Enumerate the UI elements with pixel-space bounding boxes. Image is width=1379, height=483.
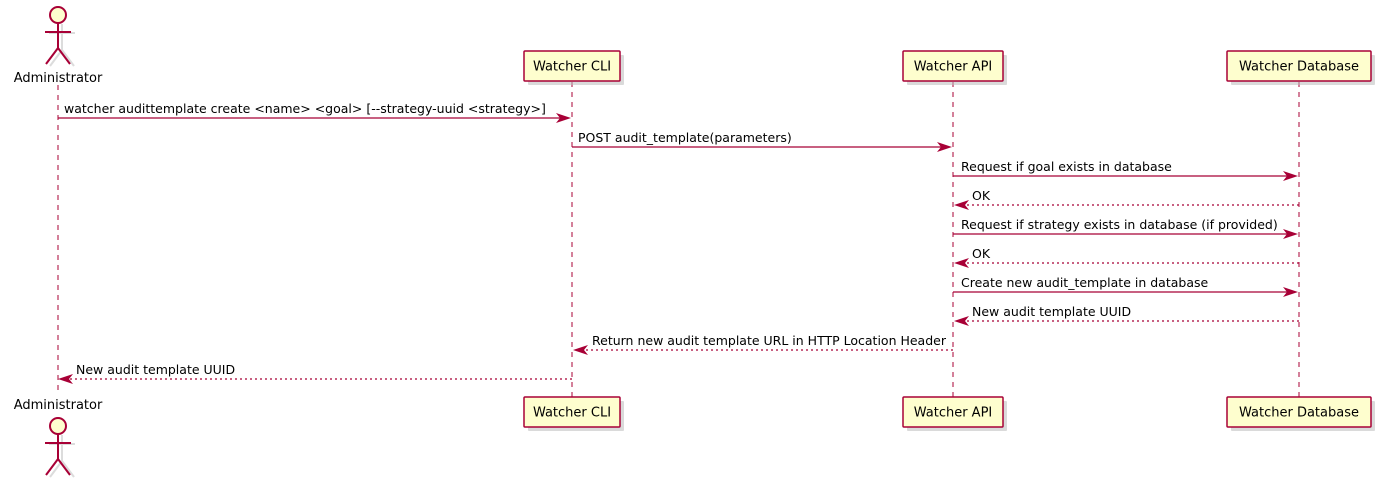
actor-shadow bbox=[49, 24, 75, 67]
actor-head-icon bbox=[49, 417, 67, 435]
actor-administrator-top[interactable]: Administrator bbox=[14, 6, 103, 86]
message-8-db-to-api[interactable]: New audit template UUID bbox=[954, 304, 1299, 326]
participant-label-watcher-cli-top: Watcher CLI bbox=[533, 60, 611, 75]
box-body bbox=[902, 396, 1004, 428]
arrowhead-right-icon bbox=[937, 142, 952, 152]
message-label: POST audit_template(parameters) bbox=[578, 130, 792, 145]
message-7-api-to-db[interactable]: Create new audit_template in database bbox=[953, 275, 1298, 297]
actor-body-icon bbox=[45, 23, 71, 65]
actor-body-icon bbox=[45, 434, 71, 476]
message-1-admin-to-cli[interactable]: watcher audittemplate create <name> <goa… bbox=[58, 101, 571, 123]
message-6-db-to-api[interactable]: OK bbox=[954, 246, 1299, 268]
message-5-api-to-db[interactable]: Request if strategy exists in database (… bbox=[953, 217, 1298, 239]
actor-label-administrator-bottom: Administrator bbox=[14, 398, 103, 413]
arrowhead-left-icon bbox=[58, 374, 73, 384]
arrowhead-left-icon bbox=[573, 345, 588, 355]
message-label: OK bbox=[972, 188, 991, 203]
arrowhead-left-icon bbox=[954, 258, 969, 268]
box-body bbox=[523, 50, 621, 82]
participant-box-watcher-api-bottom[interactable]: Watcher API bbox=[902, 396, 1007, 431]
participant-label-watcher-api-bottom: Watcher API bbox=[914, 406, 993, 421]
box-body bbox=[902, 50, 1004, 82]
message-2-cli-to-api[interactable]: POST audit_template(parameters) bbox=[572, 130, 952, 152]
participant-label-watcher-database-top: Watcher Database bbox=[1239, 60, 1359, 75]
actor-label-administrator-top: Administrator bbox=[14, 71, 103, 86]
actor-head-icon bbox=[49, 6, 67, 24]
participant-box-watcher-cli-top[interactable]: Watcher CLI bbox=[523, 50, 624, 85]
arrowhead-right-icon bbox=[556, 113, 571, 123]
arrowhead-right-icon bbox=[1283, 287, 1298, 297]
message-label: Create new audit_template in database bbox=[961, 275, 1208, 290]
box-body bbox=[1226, 50, 1372, 82]
message-label: OK bbox=[972, 246, 991, 261]
participant-box-watcher-database-top[interactable]: Watcher Database bbox=[1226, 50, 1375, 85]
arrowhead-left-icon bbox=[954, 200, 969, 210]
arrowhead-left-icon bbox=[954, 316, 969, 326]
message-label: Request if goal exists in database bbox=[961, 159, 1172, 174]
arrowhead-right-icon bbox=[1283, 171, 1298, 181]
participant-label-watcher-cli-bottom: Watcher CLI bbox=[533, 406, 611, 421]
lifelines-group bbox=[57, 82, 1300, 397]
participant-box-watcher-database-bottom[interactable]: Watcher Database bbox=[1226, 396, 1375, 431]
message-label: Return new audit template URL in HTTP Lo… bbox=[592, 333, 947, 348]
arrowhead-right-icon bbox=[1283, 229, 1298, 239]
message-9-api-to-cli[interactable]: Return new audit template URL in HTTP Lo… bbox=[573, 333, 953, 355]
message-3-api-to-db[interactable]: Request if goal exists in database bbox=[953, 159, 1298, 181]
participant-label-watcher-api-top: Watcher API bbox=[914, 60, 993, 75]
message-4-db-to-api[interactable]: OK bbox=[954, 188, 1299, 210]
message-label: New audit template UUID bbox=[972, 304, 1131, 319]
box-body bbox=[1226, 396, 1372, 428]
participant-label-watcher-database-bottom: Watcher Database bbox=[1239, 406, 1359, 421]
participant-box-watcher-cli-bottom[interactable]: Watcher CLI bbox=[523, 396, 624, 431]
message-10-cli-to-admin[interactable]: New audit template UUID bbox=[58, 362, 572, 384]
participant-box-watcher-api-top[interactable]: Watcher API bbox=[902, 50, 1007, 85]
message-label: watcher audittemplate create <name> <goa… bbox=[64, 101, 546, 116]
actor-shadow bbox=[49, 435, 75, 478]
message-label: New audit template UUID bbox=[76, 362, 235, 377]
box-body bbox=[523, 396, 621, 428]
actor-administrator-bottom[interactable]: Administrator bbox=[14, 398, 103, 478]
message-label: Request if strategy exists in database (… bbox=[961, 217, 1278, 232]
